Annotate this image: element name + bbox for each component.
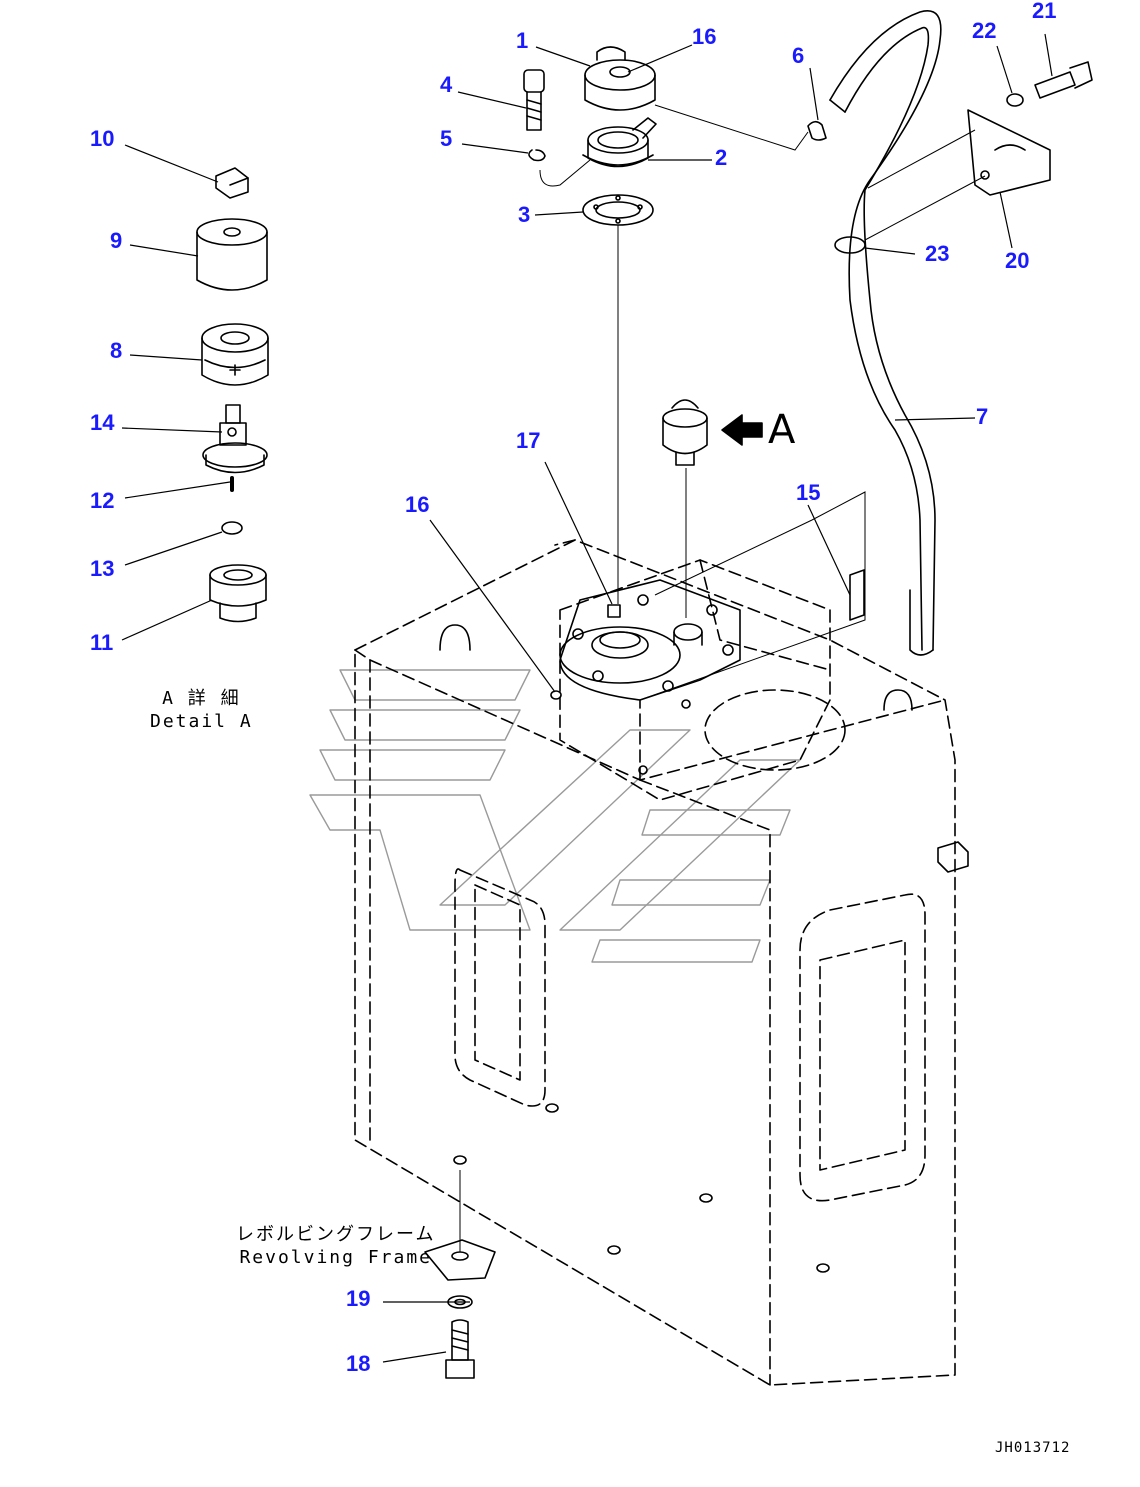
part-15-label [849,569,865,621]
part-5-lock-washer [528,149,546,162]
part-9-cylinder [196,218,268,291]
part-18-bolt [445,1319,475,1379]
callout-10: 10 [90,126,115,151]
detail-a-caption-en: Detail A [150,710,253,732]
part-22-washer [1006,93,1024,107]
callout-3: 3 [518,202,531,227]
part-4-bolt [523,69,545,131]
part-11-nut [209,564,267,623]
revolving-frame-caption-jp: レボルビングフレーム [236,1224,436,1245]
callout-11: 11 [90,630,114,655]
part-1-cap [584,46,656,111]
callout-2: 2 [715,145,728,170]
callout-16-top: 16 [692,24,717,49]
part-13-o-ring [221,521,243,535]
callout-7: 7 [976,404,989,429]
callout-19: 19 [346,1286,371,1311]
part-21-bolt [1034,61,1093,99]
callout-5: 5 [440,126,453,151]
watermark-logo [309,669,801,963]
view-arrow-a [721,414,763,446]
callout-22: 22 [972,18,997,43]
callout-14: 14 [90,410,115,435]
callout-16-tank: 16 [405,492,430,517]
part-20-bracket [967,109,1051,196]
callout-15: 15 [796,480,821,505]
callout-20: 20 [1005,248,1030,273]
callout-9: 9 [110,228,123,253]
revolving-frame-caption: レボルビングフレーム Revolving Frame [236,1224,435,1269]
callout-13: 13 [90,556,115,581]
lifting-eye-right [883,689,913,711]
detail-a-caption: A 詳 細 Detail A [150,688,253,733]
part-14-valve [202,404,268,474]
tank-top-flange [559,579,741,775]
tank-body [354,539,956,1386]
view-arrow-label: A [768,407,796,453]
part-3-gasket [582,194,654,226]
callout-1: 1 [516,28,529,53]
callout-4: 4 [440,72,453,97]
lifting-eye-left [439,624,471,651]
callout-23: 23 [925,241,950,266]
leader-lines [121,33,1053,1363]
callout-12: 12 [90,488,115,513]
part-23-grommet [834,236,866,254]
callout-18: 18 [346,1351,371,1376]
drawing-number: JH013712 [995,1440,1071,1456]
part-7-breather-hose [829,10,942,656]
revolving-frame-caption-en: Revolving Frame [239,1246,433,1268]
callout-17: 17 [516,428,541,453]
callout-8: 8 [110,338,123,363]
bottom-holes [453,690,830,1273]
side-block [937,841,969,873]
part-17-plug [607,604,621,618]
part-6-clamp [807,120,827,141]
callout-21: 21 [1032,0,1057,23]
detail-a-body [662,399,708,466]
detail-a-caption-jp: A 詳 細 [162,688,241,709]
part-2-filler-neck [582,117,657,168]
callout-6: 6 [792,43,805,68]
part-8-element [201,323,269,386]
part-10-cap [215,167,249,199]
